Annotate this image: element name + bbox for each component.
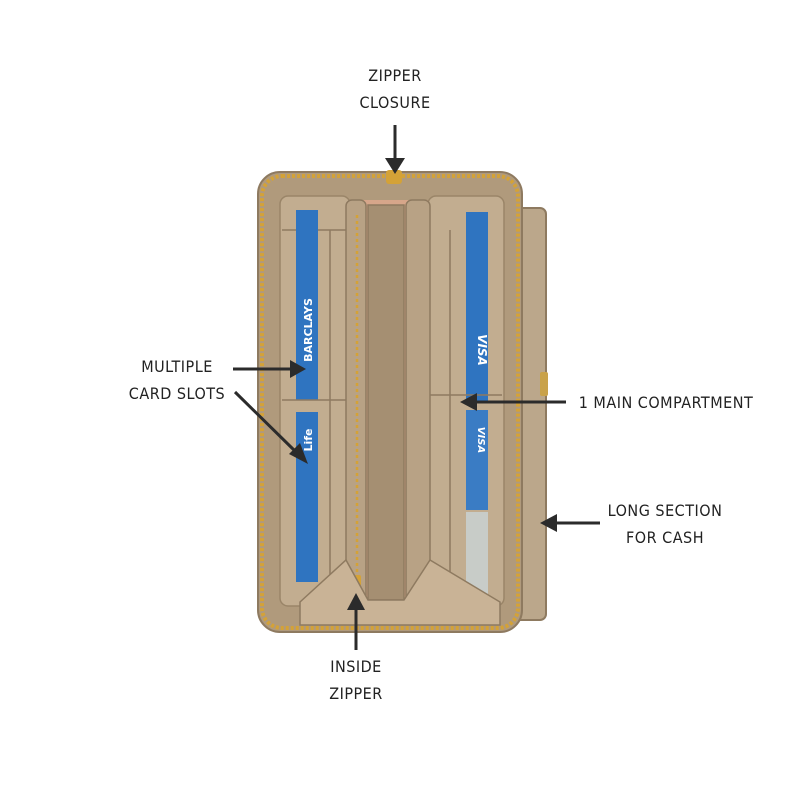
arrowhead-card-slots-2 [289, 443, 308, 464]
card-right-3 [466, 512, 488, 602]
arrowhead-inside-zipper [347, 593, 365, 610]
callout-arrows [233, 125, 600, 650]
card-print-barclays: BARCLAYS [302, 298, 315, 362]
label-card-slots: MULTIPLE CARD SLOTS [118, 353, 236, 407]
label-zipper-closure: ZIPPER CLOSURE [345, 62, 445, 116]
label-inside-zipper-line2: ZIPPER [329, 684, 383, 703]
card-print-visa-2: VISA [475, 427, 486, 453]
label-cash-section: LONG SECTION FOR CASH [600, 497, 730, 551]
compartment-divider-right [405, 199, 431, 611]
label-cash-section-line2: FOR CASH [625, 528, 705, 547]
card-slot-lines-left [282, 229, 348, 590]
arrow-card-slots-2 [233, 390, 298, 454]
label-inside-zipper-line1: INSIDE [330, 657, 382, 676]
label-zipper-closure-line2: CLOSURE [359, 93, 431, 112]
arrowhead-zipper-closure [385, 158, 405, 174]
arrowhead-main-compartment [460, 393, 477, 411]
label-zipper-closure-line1: ZIPPER [368, 66, 422, 85]
card-right-2 [466, 410, 488, 510]
label-cash-section-line1: LONG SECTION [607, 501, 723, 520]
arrowhead-card-slots-1 [290, 360, 306, 378]
compartment-divider-center [367, 204, 405, 601]
card-left-1 [296, 210, 318, 400]
wallet-snap-button [540, 372, 548, 396]
card-print-visa-1: VISA [475, 334, 489, 366]
label-main-compartment: 1 MAIN COMPARTMENT [572, 389, 760, 416]
label-main-compartment-line1: 1 MAIN COMPARTMENT [578, 393, 754, 412]
label-card-slots-line1: MULTIPLE [141, 357, 213, 376]
card-right-1 [466, 212, 488, 402]
card-slot-lines-right [430, 230, 502, 595]
zipper-pull-top [386, 170, 402, 184]
arrowhead-cash-section [540, 514, 557, 532]
label-inside-zipper: INSIDE ZIPPER [306, 653, 406, 707]
label-card-slots-line2: CARD SLOTS [128, 384, 226, 403]
card-print-life: Life [302, 428, 315, 451]
